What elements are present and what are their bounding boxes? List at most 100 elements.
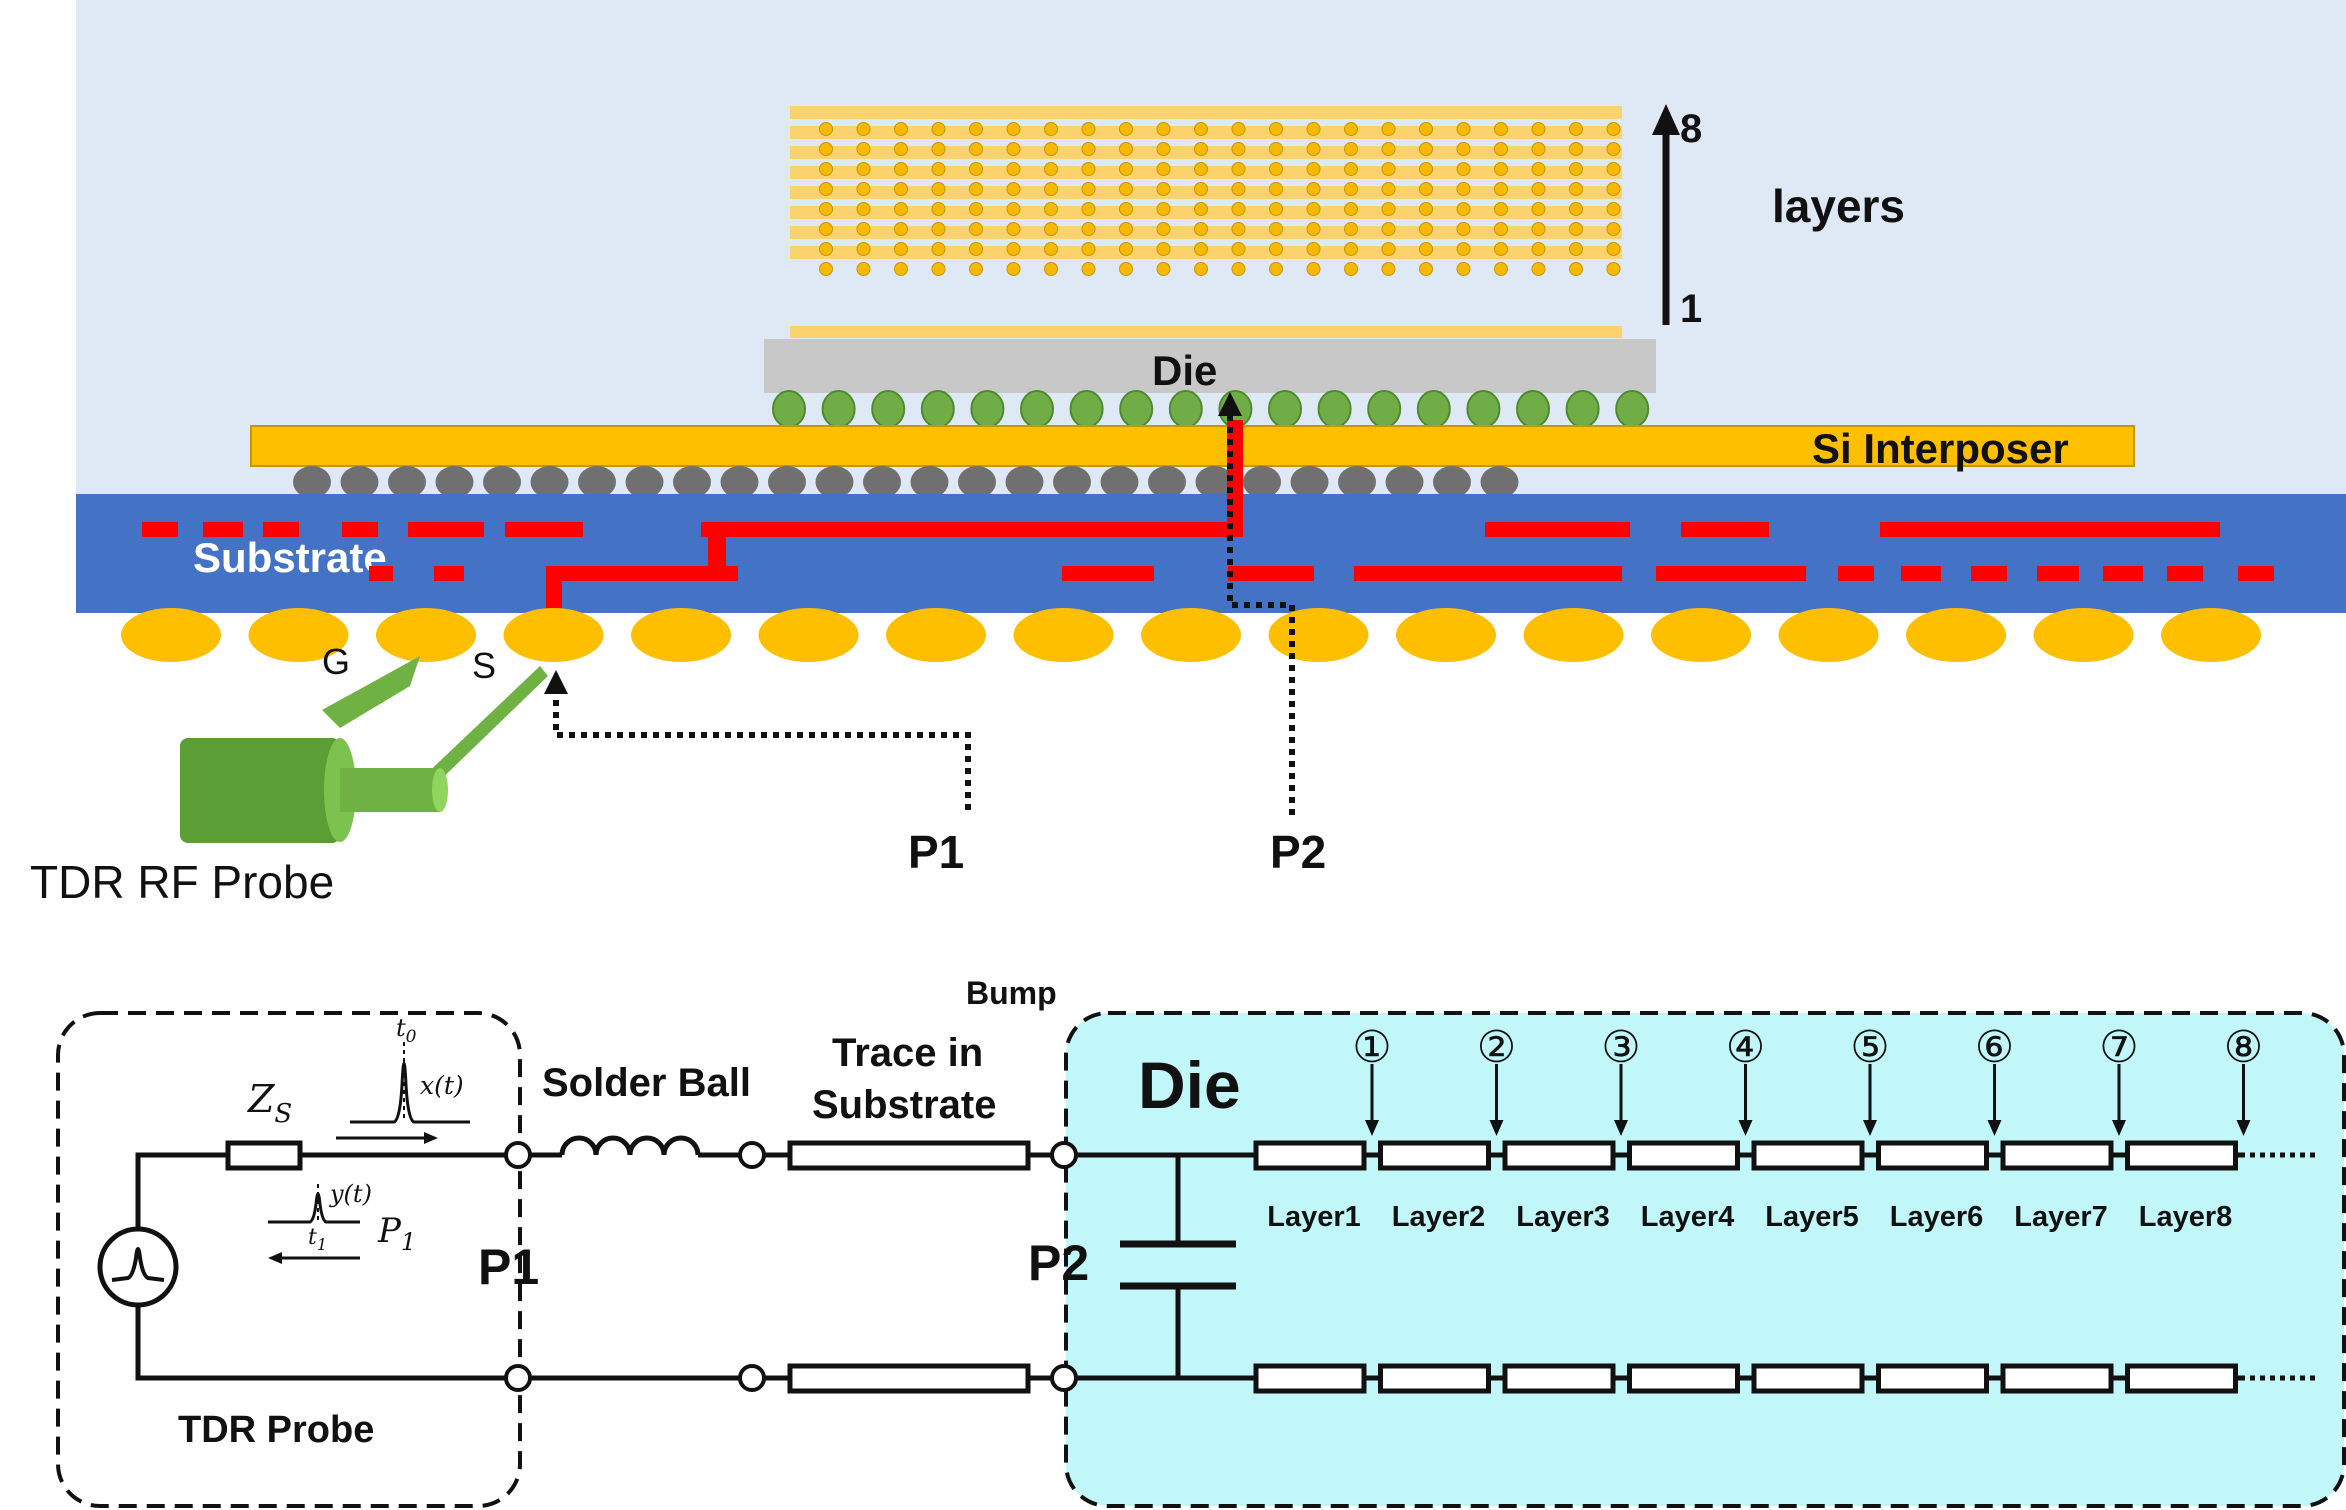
solder-ball (121, 608, 221, 662)
c4-bump (578, 466, 616, 498)
c4-bump (1148, 466, 1186, 498)
layer-dot (1044, 262, 1058, 276)
c4-bump (673, 466, 711, 498)
layer-dot (1606, 202, 1621, 216)
layer-dot (1531, 162, 1546, 176)
layer-dot (819, 262, 833, 276)
layer-dot (856, 222, 871, 236)
layer-dot (1044, 202, 1058, 216)
layer-direction-arrow (1652, 104, 1680, 325)
p2-path (1218, 392, 1295, 815)
layer-dot (1081, 182, 1096, 196)
layer-dot (1156, 202, 1171, 216)
t1-label: t1 (308, 1225, 327, 1254)
t0-label: t0 (396, 1014, 417, 1047)
layer-marker: ⑦ (2099, 1023, 2138, 1072)
layer-dot (969, 202, 983, 216)
c4-bump (720, 466, 759, 498)
tdr-rf-probe (180, 656, 548, 843)
c4-bump (1385, 466, 1424, 498)
c4-bump (815, 466, 854, 498)
layer-dot (1531, 242, 1546, 256)
layer-name: Layer3 (1516, 1201, 1610, 1233)
layer-line-top (2125, 1140, 2238, 1171)
bump-node (1050, 1141, 1078, 1169)
p1-path (544, 670, 971, 810)
layer-bottom-number: 1 (1680, 287, 1702, 331)
c4-bump (388, 466, 426, 498)
layer-stack (790, 106, 1622, 338)
p1-circuit-label: P1 (478, 1239, 539, 1295)
layer-dot (1306, 182, 1321, 196)
micro-bump (1416, 390, 1451, 428)
layer-dot (1569, 222, 1583, 236)
layer-dot (1569, 262, 1583, 276)
layer-dot (1419, 242, 1433, 256)
layer-dot (1119, 142, 1133, 156)
micro-bump (1268, 390, 1302, 428)
solder-ball (631, 608, 731, 662)
layer-dot (856, 142, 871, 156)
layer-dot (856, 242, 871, 256)
micro-bump (1565, 390, 1600, 428)
solder-ball-inductor (559, 1135, 701, 1156)
layer-line-top (1253, 1140, 1367, 1171)
layer-dot (1381, 242, 1396, 256)
micro-bump (1119, 390, 1154, 428)
layer-dot (1344, 202, 1358, 216)
solder-ball-bottom-node (738, 1364, 766, 1392)
layer-dot (1119, 222, 1133, 236)
c4-bump (530, 466, 569, 498)
layer-dot (1456, 222, 1471, 236)
p2-label: P2 (1270, 826, 1326, 878)
c4-bump (1195, 466, 1234, 498)
layer-dot (1606, 122, 1621, 136)
layer-dot (1419, 262, 1433, 276)
layer-dot (1306, 142, 1321, 156)
solder-ball (1013, 608, 1114, 662)
layer-dot (1456, 162, 1471, 176)
layer-marker: ⑧ (2224, 1023, 2263, 1072)
layer-dot (931, 182, 946, 196)
layer-dot (1006, 202, 1021, 216)
c4-bump (958, 466, 996, 498)
layer-marker-arrowhead (1863, 1120, 1877, 1136)
layer-dot (1606, 242, 1621, 256)
layer-dot (1231, 222, 1246, 236)
layer-dot (931, 142, 946, 156)
layer-dot (1344, 122, 1358, 136)
layer-dot (1006, 122, 1021, 136)
layer-dot (894, 242, 908, 256)
c4-bumps (293, 466, 1519, 498)
layer-dot (819, 122, 833, 136)
layer-dot (1531, 262, 1546, 276)
solder-ball (1396, 608, 1496, 662)
layer-dot (1419, 222, 1433, 236)
layer-dot (1006, 222, 1021, 236)
layer-line-bottom (1751, 1363, 1865, 1394)
layer-dot (969, 142, 983, 156)
layer-stripe (790, 326, 1622, 338)
layer-marker: ③ (1601, 1023, 1640, 1072)
layer-name: Layer7 (2014, 1201, 2108, 1233)
layer-name: Layer1 (1267, 1201, 1361, 1233)
layer-dot (1269, 242, 1283, 256)
layer-marker-arrowhead (1489, 1120, 1504, 1136)
layer-dot (1494, 222, 1508, 236)
layer-dot (1569, 162, 1583, 176)
micro-bump (1069, 390, 1104, 428)
layer-dot (1119, 262, 1133, 276)
layer-dot (1494, 202, 1508, 216)
die-region (1064, 1011, 2346, 1508)
layer-dot (1494, 262, 1508, 276)
die-circuit-label: Die (1138, 1048, 1241, 1122)
layer-dot (819, 142, 833, 156)
layer-dot (1269, 262, 1283, 276)
layer-dot (1531, 182, 1546, 196)
layer-dot (819, 162, 833, 176)
layer-dot (1119, 122, 1133, 136)
layer-dot (1044, 222, 1058, 236)
layer-dot (1044, 242, 1058, 256)
layer-dot (1456, 122, 1471, 136)
reflected-signal-label: y(t) (329, 1180, 372, 1208)
